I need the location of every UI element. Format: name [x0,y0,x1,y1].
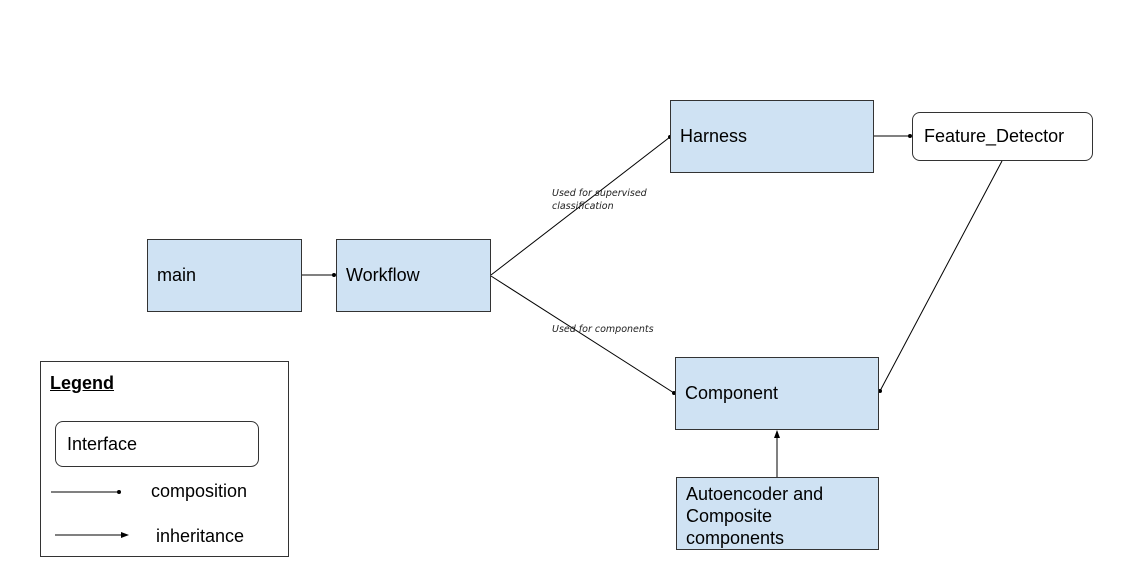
node-autoencoder-label: Autoencoder and Composite components [686,484,824,548]
composition-dot [878,389,882,393]
node-feature-detector[interactable]: Feature_Detector [912,112,1093,161]
legend-inheritance-symbol [55,532,129,538]
edge-label-supervised: Used for supervised classification [552,188,647,212]
legend-interface-label: Interface [67,433,138,454]
edge-main-workflow [302,273,336,277]
node-workflow-label: Workflow [346,265,420,285]
legend-composition-symbol [51,490,121,494]
legend-inheritance-label: inheritance [156,526,245,546]
node-workflow[interactable]: Workflow [336,239,491,312]
node-harness-label: Harness [680,126,748,146]
edge-harness-feature-detector [874,134,912,138]
composition-dot [332,273,336,277]
legend-title: Legend [50,373,115,393]
node-main-label: main [157,265,197,285]
edge-feature-detector-component [878,160,1003,393]
node-feature-detector-label: Feature_Detector [924,126,1065,146]
node-component[interactable]: Component [675,357,879,430]
node-main[interactable]: main [147,239,302,312]
legend-interface-sample: Interface [55,421,259,467]
node-harness[interactable]: Harness [670,100,874,173]
node-autoencoder-composite[interactable]: Autoencoder and Composite components [676,477,879,550]
legend: Legend Interface composition inheritance [40,361,289,557]
edge-label-components: Used for components [552,324,654,335]
node-component-label: Component [685,383,779,403]
legend-composition-label: composition [151,481,248,501]
composition-dot [908,134,912,138]
